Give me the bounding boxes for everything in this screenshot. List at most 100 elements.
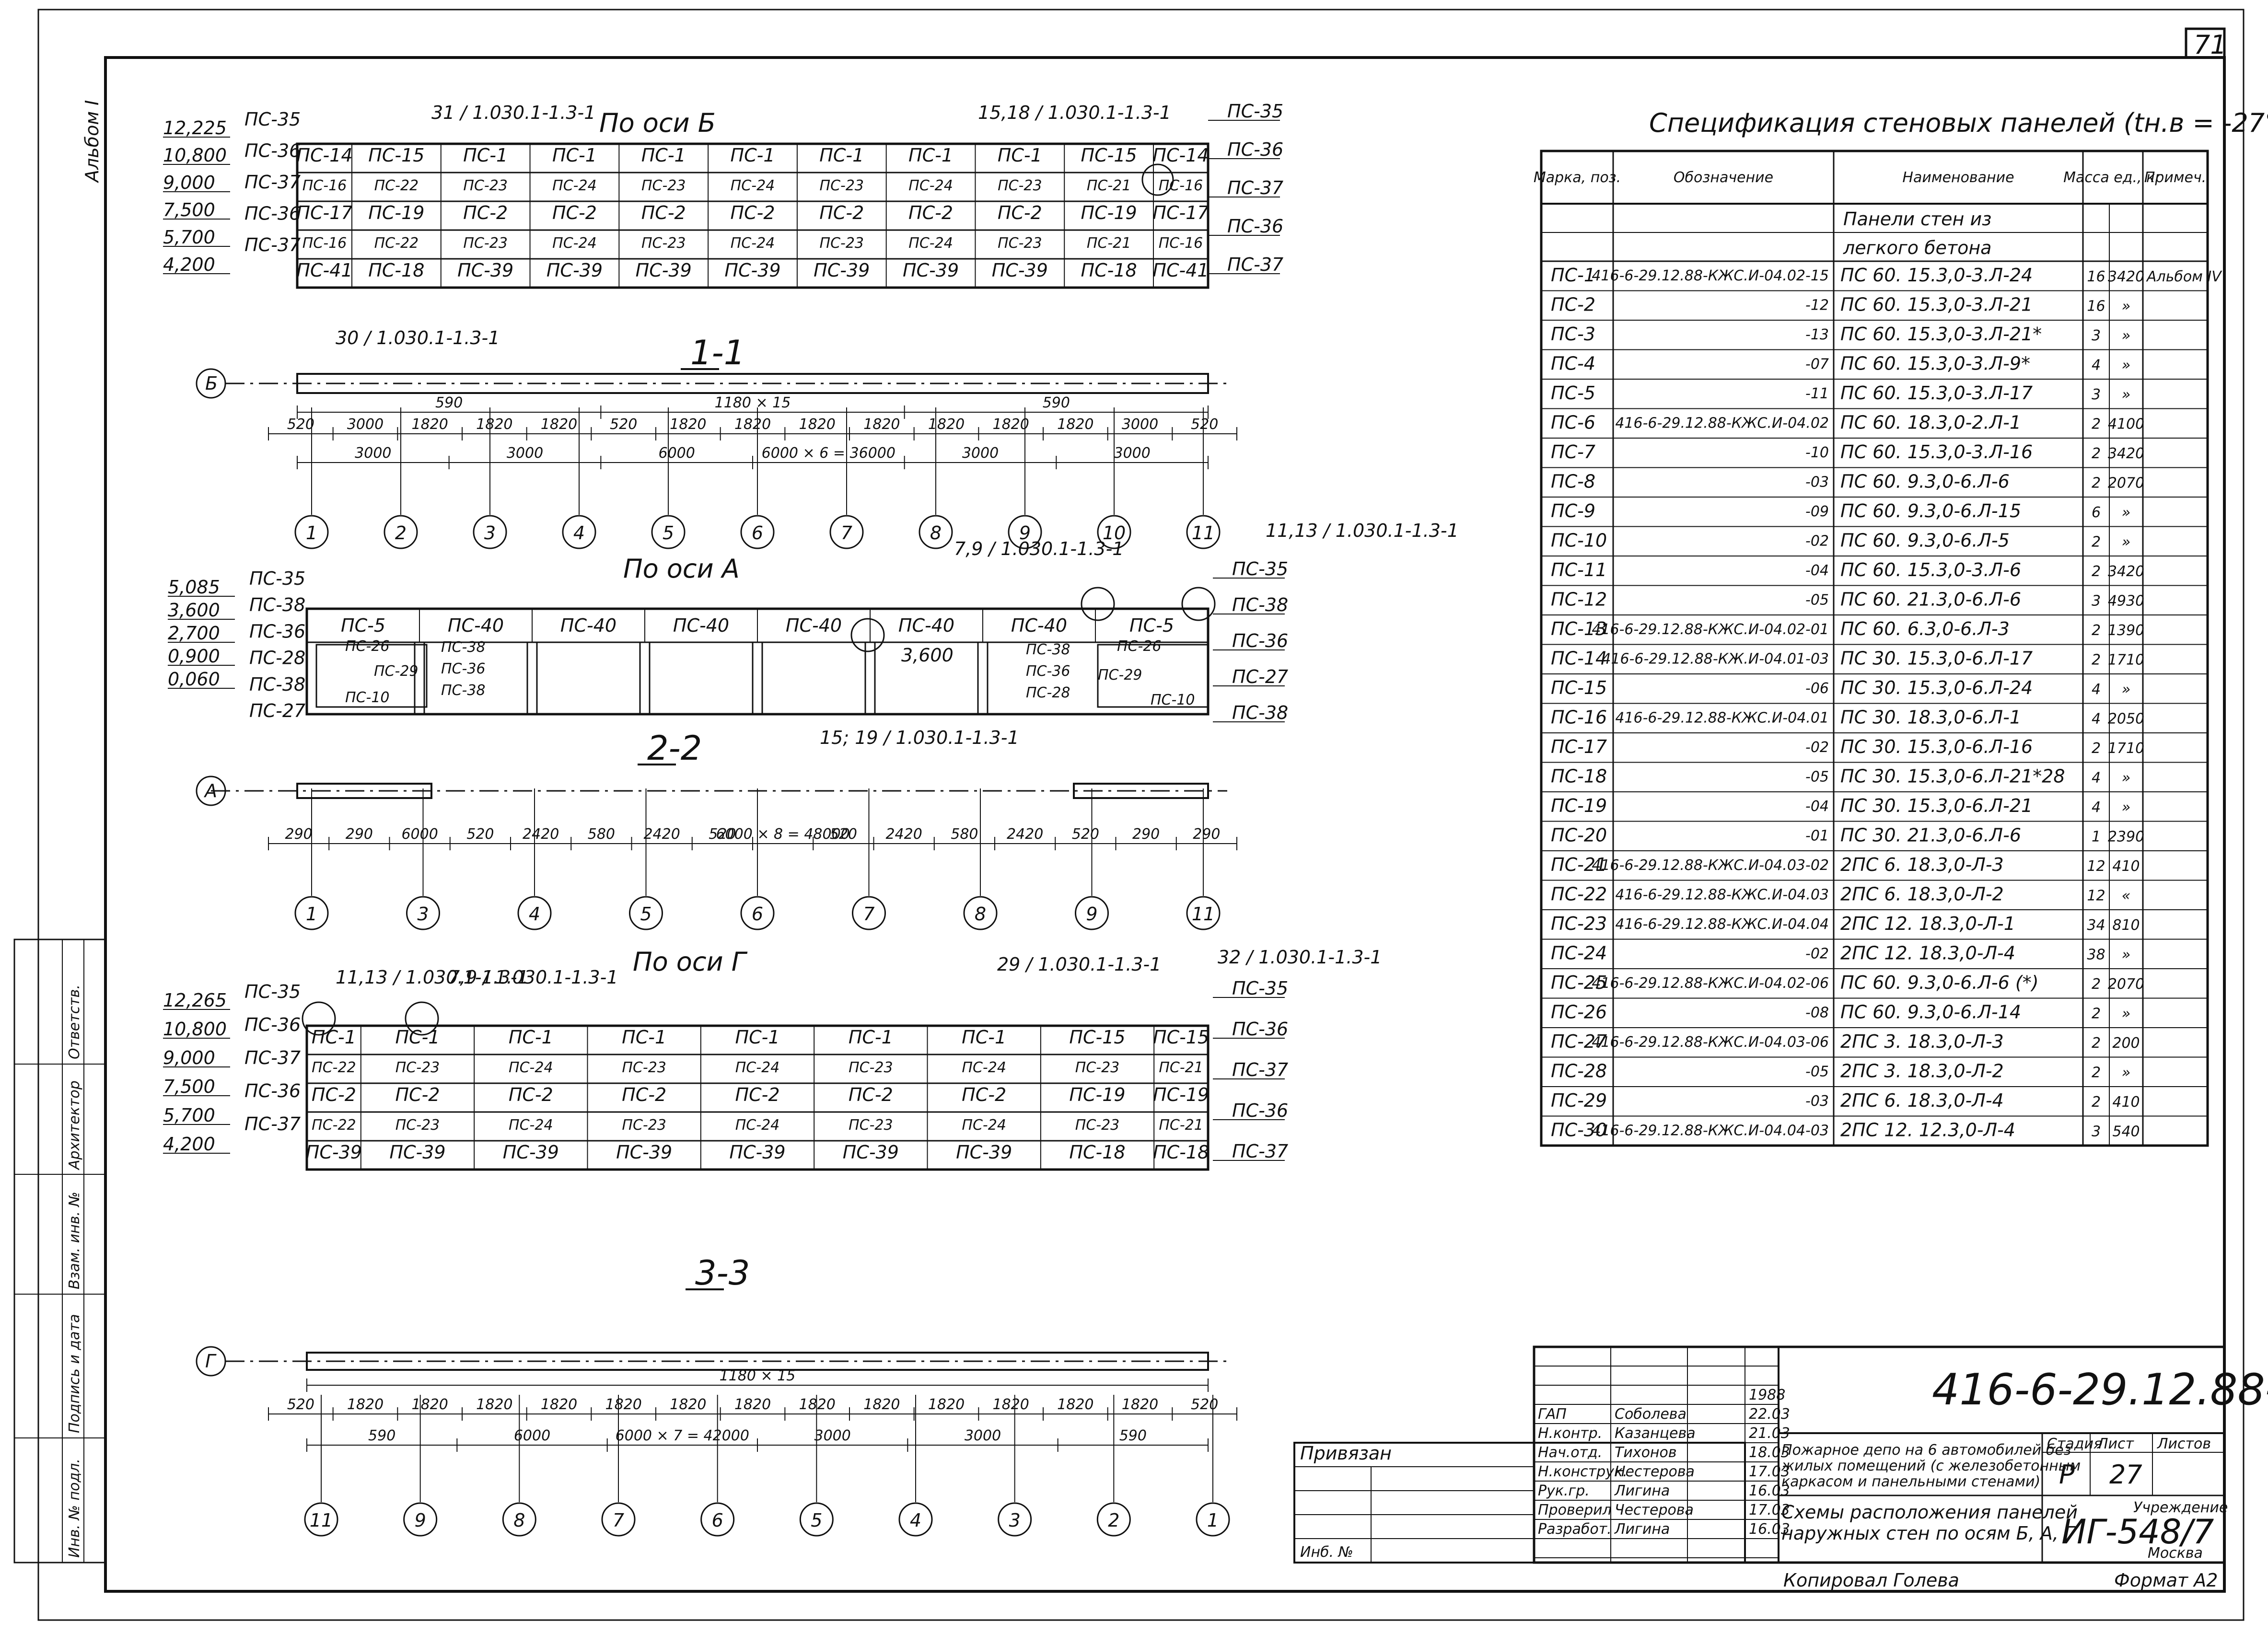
- axis-number: 6: [752, 904, 763, 925]
- axis-bubble: [502, 1502, 536, 1537]
- dimension-label: 290: [346, 826, 373, 843]
- spec-designation: -08: [1805, 1005, 1829, 1021]
- panel-mark: ПС-39: [636, 260, 692, 281]
- panel-mark: ПС-23: [998, 235, 1042, 252]
- spec-mark: ПС-25: [1551, 972, 1607, 993]
- level-mark: 0,900: [168, 646, 220, 667]
- spec-name: ПС 30. 21.3,0-6.Л-6: [1840, 825, 2021, 846]
- spec-designation: 416-6-29.12.88-КЖС.И-04.02-06: [1592, 975, 1829, 992]
- axis-bubble: [1186, 896, 1221, 930]
- panel-mark: ПС-2: [819, 202, 864, 223]
- spec-note: Альбом IV: [2146, 268, 2222, 285]
- panel-mark: ПС-24: [731, 177, 775, 194]
- spec-designation: -05: [1805, 592, 1829, 609]
- spec-qty: 3: [2092, 593, 2101, 610]
- spec-mass: 1390: [2108, 622, 2144, 639]
- panel-mark: ПС-40: [673, 615, 729, 636]
- panel-mark: ПС-40: [448, 615, 504, 636]
- spec-qty: 2: [2092, 976, 2101, 993]
- spec-name: ПС 60. 6.3,0-6.Л-3: [1840, 618, 2010, 639]
- tb-date: 16.03: [1749, 1521, 1790, 1538]
- spec-mark: ПС-30: [1551, 1120, 1607, 1141]
- title-block: Привязан Инб. № 416-6-29.12.88-КЖ ГАПСоб…: [1293, 1345, 2268, 1591]
- axis-number: 1: [1207, 1510, 1219, 1531]
- project-name-1: Пожарное депо на 6 автомобилей без: [1781, 1442, 2071, 1459]
- inner-mark: ПС-36: [441, 660, 486, 677]
- side-mark: ПС-36: [1232, 630, 1288, 651]
- panel-mark: ПС-23: [641, 235, 686, 252]
- axis-number: 2: [1108, 1510, 1119, 1531]
- spec-name: ПС 30. 18.3,0-6.Л-1: [1840, 707, 2021, 728]
- dimension-label: 520: [830, 826, 857, 843]
- side-mark: ПС-27: [1232, 666, 1288, 687]
- level-mark: 9,000: [163, 172, 215, 193]
- panel-mark: ПС-24: [962, 1059, 1006, 1076]
- gate-opening: [1097, 644, 1209, 708]
- spec-mark: ПС-17: [1551, 736, 1607, 757]
- axis-bubble: [1196, 1502, 1230, 1537]
- axis-number: 1: [306, 904, 317, 925]
- spec-mark: ПС-12: [1551, 589, 1607, 610]
- spec-mass: 2390: [2108, 829, 2144, 846]
- spec-header: Примеч.: [2144, 169, 2206, 186]
- panel-mark: ПС-2: [908, 202, 953, 223]
- panel-mark: ПС-1: [849, 1027, 893, 1048]
- panel-mark: ПС-1: [622, 1027, 666, 1048]
- dimension-label: 1820: [1057, 1396, 1093, 1413]
- tb-date: 16.03: [1749, 1483, 1790, 1499]
- dimension-label: 6000: [514, 1427, 550, 1444]
- panel-mark: ПС-24: [735, 1117, 780, 1134]
- dimension-label: 590: [1043, 394, 1070, 411]
- panel-mark: ПС-15: [1081, 145, 1137, 166]
- panel-mark: ПС-15: [1069, 1027, 1125, 1048]
- panel-mark: ПС-39: [843, 1142, 899, 1163]
- spec-mark: ПС-8: [1551, 471, 1595, 492]
- axis-bubble: [1186, 515, 1221, 549]
- spec-qty: 3: [2092, 386, 2101, 403]
- tb-role: Нач.отд.: [1538, 1444, 1602, 1461]
- spec-designation: 416-6-29.12.88-КЖС.И-04.03-02: [1592, 857, 1829, 874]
- level-mark: 5,085: [168, 577, 220, 598]
- panel-mark: ПС-24: [552, 177, 597, 194]
- axis-bubble: [1096, 1502, 1131, 1537]
- view-b-wall: [296, 142, 1210, 289]
- axis-letter-g: Г: [205, 1351, 217, 1372]
- spec-qty: 16: [2087, 298, 2105, 315]
- dimension-label: 580: [951, 826, 978, 843]
- dimension-label: 3000: [1122, 416, 1158, 433]
- view-axis-a: По оси А 7,9 / 1.030.1-1.3-1 11,13 / 1.0…: [168, 520, 1459, 930]
- sheet-title-1: Схемы расположения панелей: [1781, 1502, 2078, 1523]
- spec-mass: 410: [2112, 1094, 2140, 1111]
- panel-mark: ПС-16: [1159, 235, 1203, 252]
- stamp-inv: Инв. № подл.: [66, 1459, 83, 1558]
- panel-mark: ПС-1: [731, 145, 775, 166]
- panel-mark: ПС-41: [1152, 260, 1209, 281]
- project-name-2: жилых помещений (с железобетонным: [1781, 1458, 2081, 1474]
- tb-name: Нестерова: [1615, 1463, 1695, 1480]
- inner-mark: ПС-26: [1117, 638, 1162, 655]
- inner-mark: ПС-29: [374, 663, 419, 680]
- view-g-levels: 12,26510,8009,0007,5005,7004,200ПС-35ПС-…: [163, 981, 301, 1155]
- level-mark: 7,500: [163, 1076, 215, 1097]
- spec-name: 2ПС 3. 18.3,0-Л-3: [1840, 1031, 2004, 1052]
- spec-mass: »: [2122, 681, 2131, 698]
- view-a-ref-3: 15; 19 / 1.030.1-1.3-1: [820, 727, 1019, 748]
- spec-mark: ПС-7: [1551, 441, 1595, 463]
- spec-designation: 416-6-29.12.88-КЖС.И-04.04: [1615, 916, 1829, 933]
- dimension-label: 520: [610, 416, 637, 433]
- axis-bubble: [517, 896, 552, 930]
- dimension-label: 3000: [355, 445, 391, 462]
- panel-mark: ПС-39: [616, 1142, 672, 1163]
- panel-mark: ПС-2: [552, 202, 597, 223]
- axis-number: 8: [975, 904, 986, 925]
- project-name-3: каркасом и панельными стенами): [1781, 1473, 2040, 1490]
- spec-designation: 416-6-29.12.88-КЖС.И-04.03: [1615, 887, 1829, 904]
- spec-qty: 2: [2092, 622, 2101, 639]
- side-mark: ПС-35: [1232, 978, 1288, 999]
- axis-bubble-g: [196, 1346, 226, 1377]
- panel-mark: ПС-40: [898, 615, 954, 636]
